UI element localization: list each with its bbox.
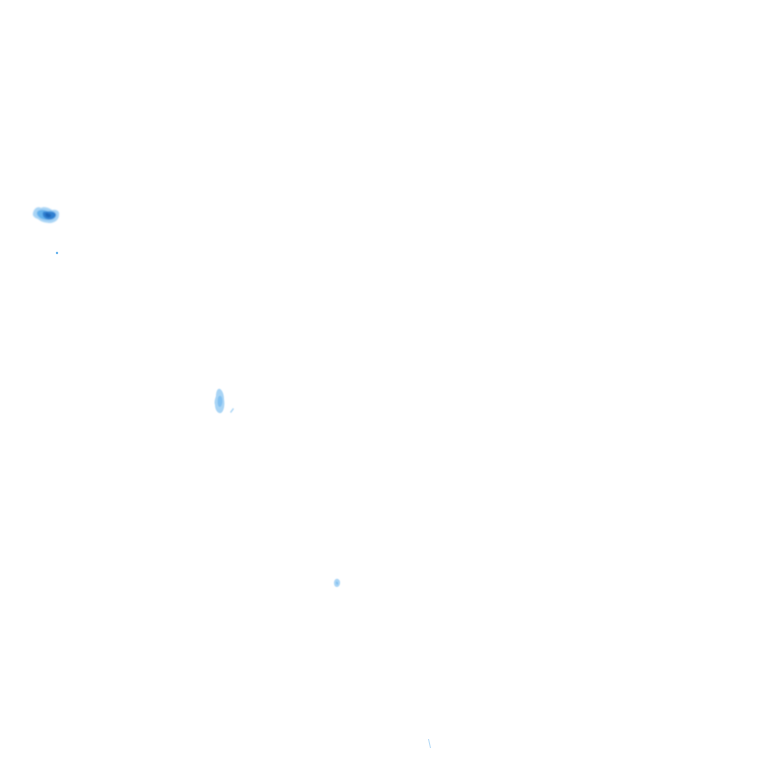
precip-echo-light: [214, 388, 234, 414]
precip-speck-1: [55, 251, 59, 255]
precip-echo-small: [334, 578, 341, 587]
precip-echo-heavy: [32, 207, 60, 223]
precip-echo-streak: [428, 739, 431, 748]
